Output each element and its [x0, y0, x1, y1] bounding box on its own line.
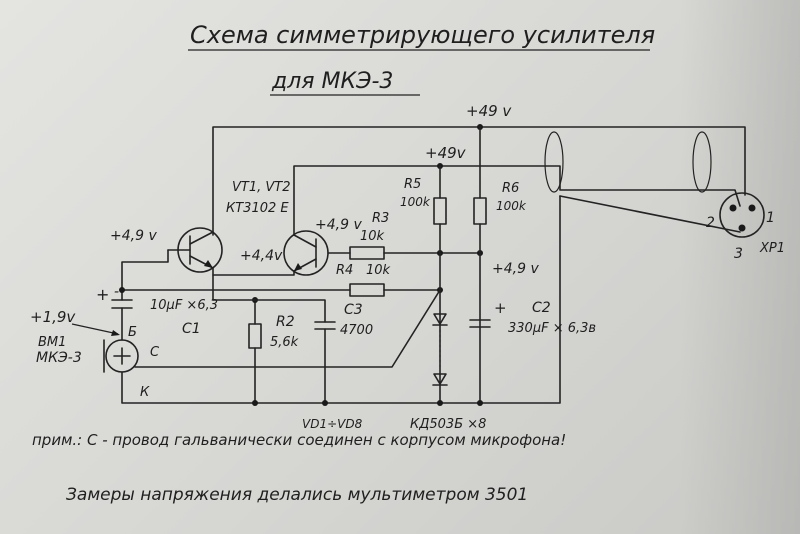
mic-voltage-arrow [71, 323, 119, 335]
node-r2-bottom [252, 400, 258, 406]
mic-voltage-label: +1,9v [30, 308, 76, 326]
c1-minus: - [114, 284, 119, 300]
node-c1-top [119, 287, 125, 293]
rail-second-label: +49v [425, 144, 467, 162]
node-diodes-bottom [437, 400, 443, 406]
r5-value: 100k [400, 195, 431, 209]
diagram-title: Схема симметрирующего усилителя [190, 21, 655, 49]
rail-second-wire [293, 165, 741, 236]
c3-value: 4700 [340, 323, 373, 338]
transistor-vt1 [167, 227, 223, 273]
pin-b-label: Б [128, 325, 137, 340]
connector-xp1 [719, 192, 765, 238]
c3-top-wire [254, 299, 326, 323]
r4-value: 10k [366, 263, 391, 278]
r2-value: 5,6k [270, 335, 299, 350]
cable-shield-2 [692, 131, 712, 193]
vt1-base-voltage: +4,9 v [110, 228, 157, 244]
diode-vd-bottom [432, 373, 448, 386]
r3-label: R3 [372, 211, 389, 226]
resistor-r5 [433, 197, 447, 225]
connector-pin-1: 1 [766, 210, 775, 226]
r6-label: R6 [502, 181, 519, 196]
note-1: прим.: С - провод гальванически соединен… [32, 431, 566, 449]
resistor-r2 [248, 323, 262, 349]
r4-label: R4 [336, 263, 353, 278]
resistor-r6 [473, 197, 487, 225]
c2-plus: + [494, 299, 507, 317]
connector-pin-2: 2 [706, 215, 715, 231]
mic-c-wire [134, 289, 441, 368]
vt1-base-wire [121, 249, 169, 301]
ground-to-connector-wire [559, 195, 741, 233]
r2-label: R2 [276, 314, 295, 330]
resistor-r3 [349, 246, 385, 260]
pin-k-label: К [140, 385, 150, 400]
resistor-r4 [349, 283, 385, 297]
r3-value: 10k [360, 229, 385, 244]
right-voltage: +4,9 v [492, 261, 539, 277]
r6-value: 100k [496, 199, 527, 213]
diagram-subtitle: для МКЭ-3 [271, 69, 393, 94]
pin-c-label: С [150, 345, 160, 360]
c1-plus: + [96, 285, 109, 304]
c3-label: C3 [344, 302, 363, 318]
node-c3-bottom [322, 400, 328, 406]
emitter-wire [212, 267, 295, 276]
node-c2-bottom [477, 400, 483, 406]
microphone-bm1 [103, 339, 139, 373]
c1-label: C1 [182, 321, 201, 337]
rail-top-wire [212, 126, 746, 236]
r5-label: R5 [404, 177, 421, 192]
mic-voltage-arrowhead [111, 330, 120, 336]
mic-name-label: МКЭ-3 [36, 350, 82, 366]
diode-vd-top [432, 313, 448, 326]
transistor-type-label: КТ3102 Е [226, 201, 289, 216]
connector-pin-3: 3 [734, 246, 743, 262]
diodes-ref-label: VD1÷VD8 [302, 417, 363, 431]
ground-rail [121, 195, 561, 404]
connector-ref: XP1 [759, 241, 785, 256]
page-shadow [680, 0, 800, 534]
mic-ref-label: BM1 [38, 335, 66, 350]
emitter-voltage: +4,4v [240, 248, 283, 264]
transistors-label: VT1, VT2 [232, 180, 290, 195]
transistor-vt2 [283, 230, 329, 276]
note-2: Замеры напряжения делались мультиметром … [66, 485, 528, 505]
diodes-type-label: КД503Б ×8 [410, 417, 486, 432]
rail-top-label: +49 v [466, 102, 512, 120]
cable-shield-1 [544, 131, 564, 193]
c2-label: C2 [532, 300, 551, 316]
c2-value: 330µF × 6,3в [508, 321, 596, 336]
vt2-base-voltage: +4,9 v [315, 217, 362, 233]
c1-value: 10µF ×6,3 [150, 298, 218, 313]
